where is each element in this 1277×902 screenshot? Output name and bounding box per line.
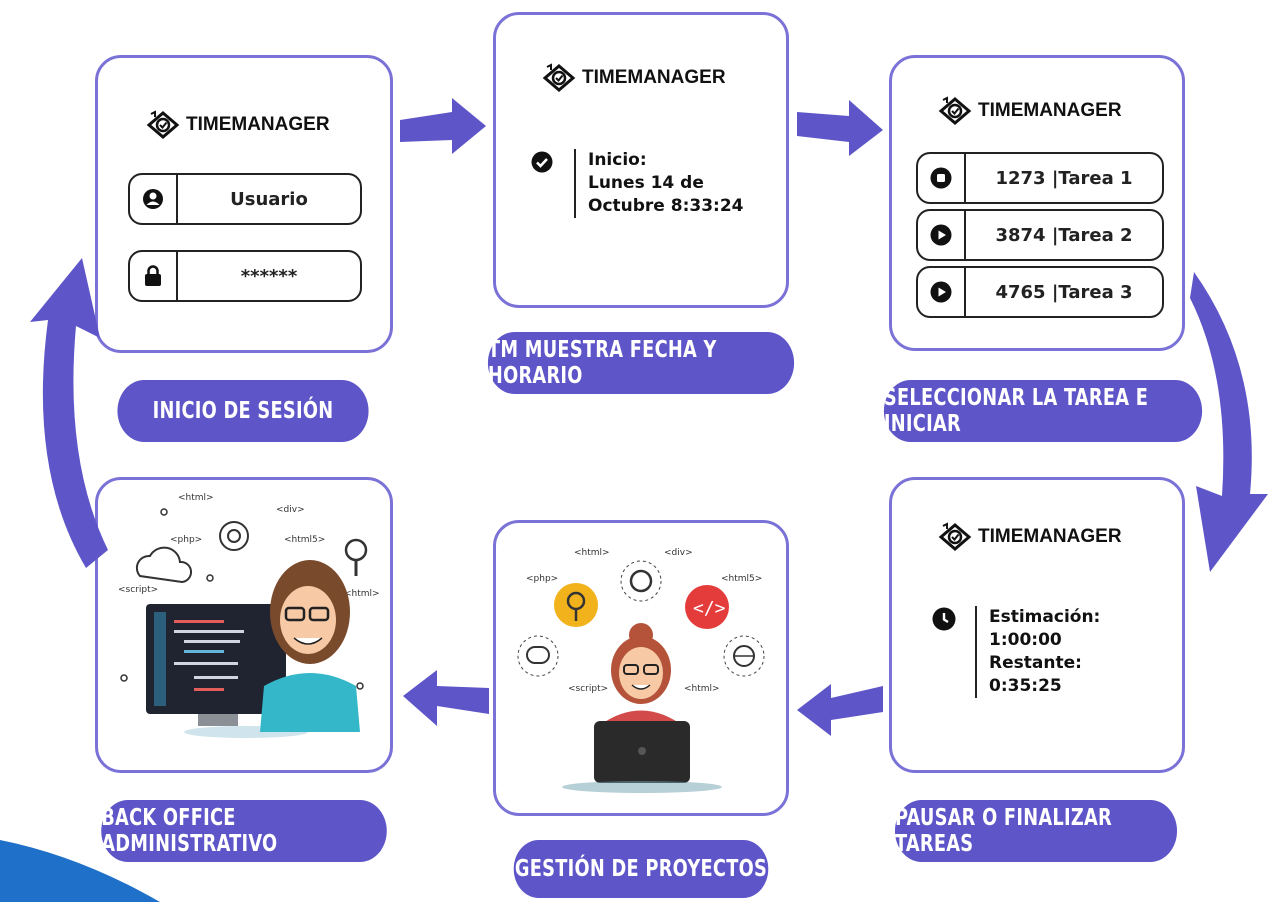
code-tag: <script> <box>568 684 608 694</box>
developer-laptop-illustration: <html> <div> <php> <html5> <script> <htm… <box>517 548 765 793</box>
step-label-login: INICIO DE SESIÓN <box>117 380 369 442</box>
estimate-label: Estimación: <box>989 607 1101 627</box>
chat-icon <box>517 635 559 677</box>
step-label-pause: PAUSAR O FINALIZAR TAREAS <box>894 800 1178 862</box>
username-field[interactable]: Usuario <box>128 173 362 225</box>
start-info: Inicio: Lunes 14 de Octubre 8:33:24 <box>574 149 744 218</box>
step-label-projects: GESTIÓN DE PROYECTOS <box>513 840 769 898</box>
curved-arrow-down-icon <box>1190 272 1268 572</box>
task-select-panel: TIMEMANAGER 1273 |Tarea 1 3874 |Tarea 2 … <box>889 55 1185 351</box>
password-value: ****** <box>240 265 298 287</box>
logo-text: TIMEMANAGER <box>186 114 330 135</box>
remaining-value: 0:35:25 <box>989 676 1062 696</box>
lock-icon <box>130 252 178 300</box>
search-icon <box>554 583 598 627</box>
cloud-icon <box>135 546 192 584</box>
timemanager-logo-icon <box>938 96 972 125</box>
step-label-select: SELECCIONAR LA TAREA E INICIAR <box>883 380 1203 442</box>
login-panel: TIMEMANAGER Usuario ****** <box>95 55 393 353</box>
timemanager-logo-icon <box>146 110 180 139</box>
start-time: Octubre 8:33:24 <box>588 196 744 216</box>
check-circle-icon <box>531 151 553 177</box>
code-tag: <html> <box>684 684 720 694</box>
curved-arrow-up-icon <box>30 258 108 568</box>
clock-icon <box>932 607 956 635</box>
divider <box>574 149 576 218</box>
code-tag: <script> <box>118 585 158 595</box>
play-icon[interactable] <box>918 211 966 259</box>
code-icon <box>685 585 729 629</box>
estimate-info: Estimación: 1:00:00 Restante: 0:35:25 <box>975 606 1100 698</box>
gear-icon <box>629 569 653 593</box>
globe-icon <box>723 635 765 677</box>
estimate-value: 1:00:00 <box>989 630 1062 650</box>
arrow-right-icon <box>797 100 883 156</box>
code-tag: <html5> <box>284 535 325 545</box>
task-row-3[interactable]: 4765 |Tarea 3 <box>916 266 1164 318</box>
task-row-1[interactable]: 1273 |Tarea 1 <box>916 152 1164 204</box>
arrow-left-icon <box>797 684 883 736</box>
step-label-date: TM MUESTRA FECHA Y HORARIO <box>487 332 795 394</box>
svg-text:</>: </> <box>693 598 726 619</box>
logo-text: TIMEMANAGER <box>978 100 1122 121</box>
code-tag: <div> <box>276 505 305 515</box>
code-tag: <html> <box>574 548 610 558</box>
start-date: Lunes 14 de <box>588 173 704 193</box>
timemanager-logo: TIMEMANAGER <box>938 522 1122 552</box>
backoffice-panel: <html> <div> <php> <html5> <script> <htm… <box>95 477 393 773</box>
gear-icon <box>219 521 249 551</box>
arrow-left-icon <box>403 670 489 726</box>
code-tag: <php> <box>526 574 558 584</box>
date-panel: TIMEMANAGER Inicio: Lunes 14 de Octubre … <box>493 12 789 308</box>
code-tag: <html> <box>178 493 214 503</box>
logo-text: TIMEMANAGER <box>978 526 1122 547</box>
step-label-backoffice: BACK OFFICE ADMINISTRATIVO <box>101 800 387 862</box>
timemanager-logo: TIMEMANAGER <box>542 63 726 93</box>
play-icon[interactable] <box>918 268 966 316</box>
username-value: Usuario <box>230 188 308 210</box>
user-icon <box>130 175 178 223</box>
timemanager-logo: TIMEMANAGER <box>938 96 1122 126</box>
projects-panel: <html> <div> <php> <html5> <script> <htm… <box>493 520 789 816</box>
timemanager-logo-icon <box>542 63 576 92</box>
task-row-2[interactable]: 3874 |Tarea 2 <box>916 209 1164 261</box>
code-tag: <div> <box>664 548 693 558</box>
logo-text: TIMEMANAGER <box>582 67 726 88</box>
task-label: 1273 |Tarea 1 <box>995 167 1133 189</box>
stop-icon[interactable] <box>918 154 966 202</box>
code-tag: <html5> <box>721 574 762 584</box>
timemanager-logo-icon <box>938 522 972 551</box>
remaining-label: Restante: <box>989 653 1082 673</box>
corner-decoration <box>0 840 160 902</box>
arrow-right-icon <box>400 98 486 154</box>
search-icon <box>344 538 368 562</box>
task-label: 4765 |Tarea 3 <box>995 281 1133 303</box>
developer-desktop-illustration: <html> <div> <php> <html5> <script> <htm… <box>118 493 380 738</box>
divider <box>975 606 977 698</box>
timemanager-logo: TIMEMANAGER <box>146 110 330 140</box>
password-field[interactable]: ****** <box>128 250 362 302</box>
start-label: Inicio: <box>588 150 647 170</box>
task-label: 3874 |Tarea 2 <box>995 224 1133 246</box>
code-tag: <php> <box>170 535 202 545</box>
code-tag: <html> <box>344 589 380 599</box>
pause-panel: TIMEMANAGER Estimación: 1:00:00 Restante… <box>889 477 1185 773</box>
